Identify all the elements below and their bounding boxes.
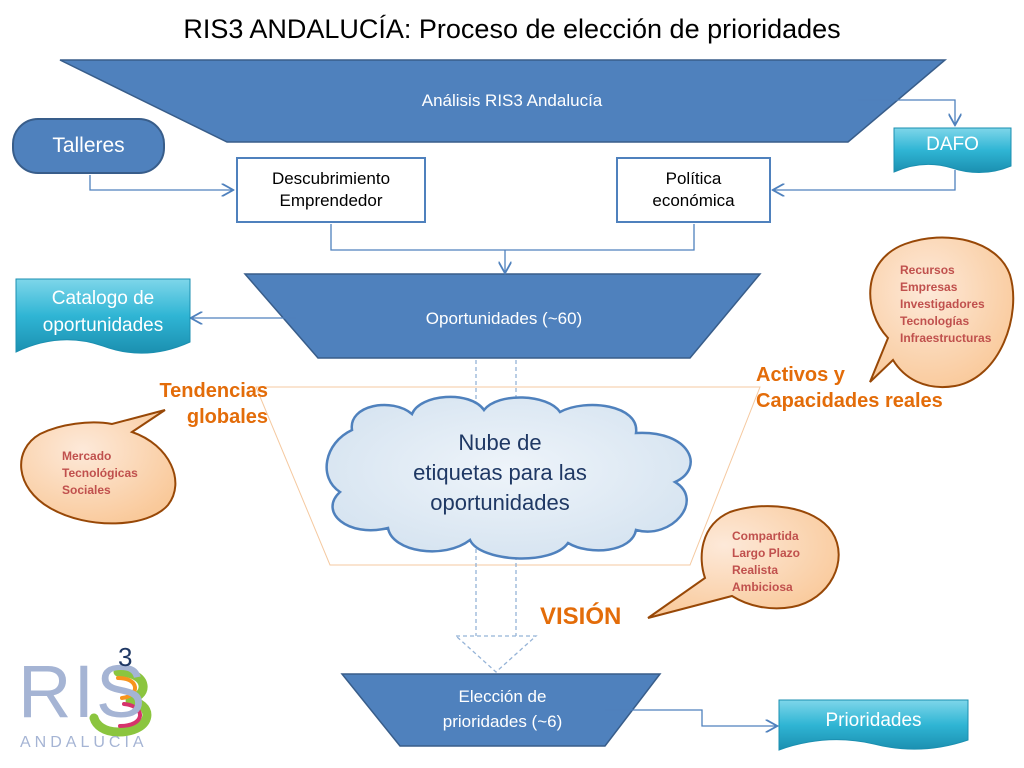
catalogo-shape [15,278,191,354]
talleres-pill: Talleres [12,118,165,174]
logo-swirl-accent [116,676,137,700]
activos-item: Empresas [900,280,958,294]
vision-item: Ambiciosa [732,580,793,594]
nube-line1: Nube de [458,430,542,455]
activos-label: Activos y Capacidades reales [756,362,966,414]
connector-boxes [330,224,695,251]
politica-box: Política económica [616,157,771,223]
eleccion-shape [340,673,662,747]
nube-line2: etiquetas para las [413,460,587,485]
page-title: RIS3 ANDALUCÍA: Proceso de elección de p… [183,14,841,44]
arrow-dafo [774,170,956,190]
prioridades-shape [778,699,969,751]
eleccion-line2: prioridades (~6) [442,712,563,731]
catalogo-line2: oportunidades [42,315,164,336]
politica-line2: económica [652,191,735,210]
ris3-logo [89,667,152,737]
tendencias-bubble [20,409,177,525]
activos-item: Infraestructuras [900,331,992,345]
descubrimiento-line1: Descubrimiento [271,169,391,188]
activos-line1: Activos y [756,364,845,386]
nube-line3: oportunidades [430,490,570,515]
vision-item: Realista [732,563,779,577]
activos-item: Investigadores [900,297,985,311]
tendencias-item: Tecnológicas [62,466,138,480]
oportunidades-label: Oportunidades (~60) [425,309,583,328]
logo-swirl [89,667,152,737]
top-funnel-shape [59,59,948,143]
cloud-frame [255,386,761,566]
descubrimiento-line2: Emprendedor [279,191,383,210]
dashed-down-arrow [454,635,538,673]
dafo-label: DAFO [926,134,979,155]
cloud-shape [325,395,692,560]
activos-items: Recursos Empresas Investigadores Tecnolo… [900,262,991,347]
vision-items: Compartida Largo Plazo Realista Ambicios… [732,528,800,596]
tendencias-line2: globales [186,406,268,428]
activos-item: Recursos [900,263,955,277]
activos-line2: Capacidades reales [756,390,943,412]
eleccion-line1: Elección de [458,687,547,706]
politica-line1: Política [665,169,722,188]
catalogo-line1: Catalogo de [51,288,155,309]
tendencias-item: Mercado [62,449,112,463]
eleccion-label: Elección de prioridades (~6) [400,684,605,734]
nube-label: Nube de etiquetas para las oportunidades [380,428,620,518]
top-funnel-label: Análisis RIS3 Andalucía [421,91,603,110]
vision-item: Compartida [732,529,799,543]
oportunidades-shape [243,273,762,359]
tendencias-line1: Tendencias [159,380,268,402]
vision-bubble [647,505,840,619]
arrow-talleres [89,175,232,190]
logo-swirl-accent-2 [118,702,142,728]
arrow-analisis-dafo [858,99,955,124]
prioridades-label: Prioridades [825,710,922,731]
tendencias-items: Mercado Tecnológicas Sociales [62,448,138,499]
logo-letters: RIS [18,650,148,733]
vision-label: VISIÓN [540,603,622,630]
activos-bubble [869,236,1015,389]
logo-subtitle: ANDALUCIA [20,734,148,751]
logo-superscript: 3 [118,642,133,672]
catalogo-label: Catalogo de oportunidades [16,285,190,339]
activos-item: Tecnologías [900,314,970,328]
tendencias-item: Sociales [62,483,111,497]
vision-item: Largo Plazo [732,546,801,560]
arrow-prioridades [605,709,776,726]
dafo-shape [893,127,1012,173]
tendencias-label: Tendencias globales [140,378,268,430]
